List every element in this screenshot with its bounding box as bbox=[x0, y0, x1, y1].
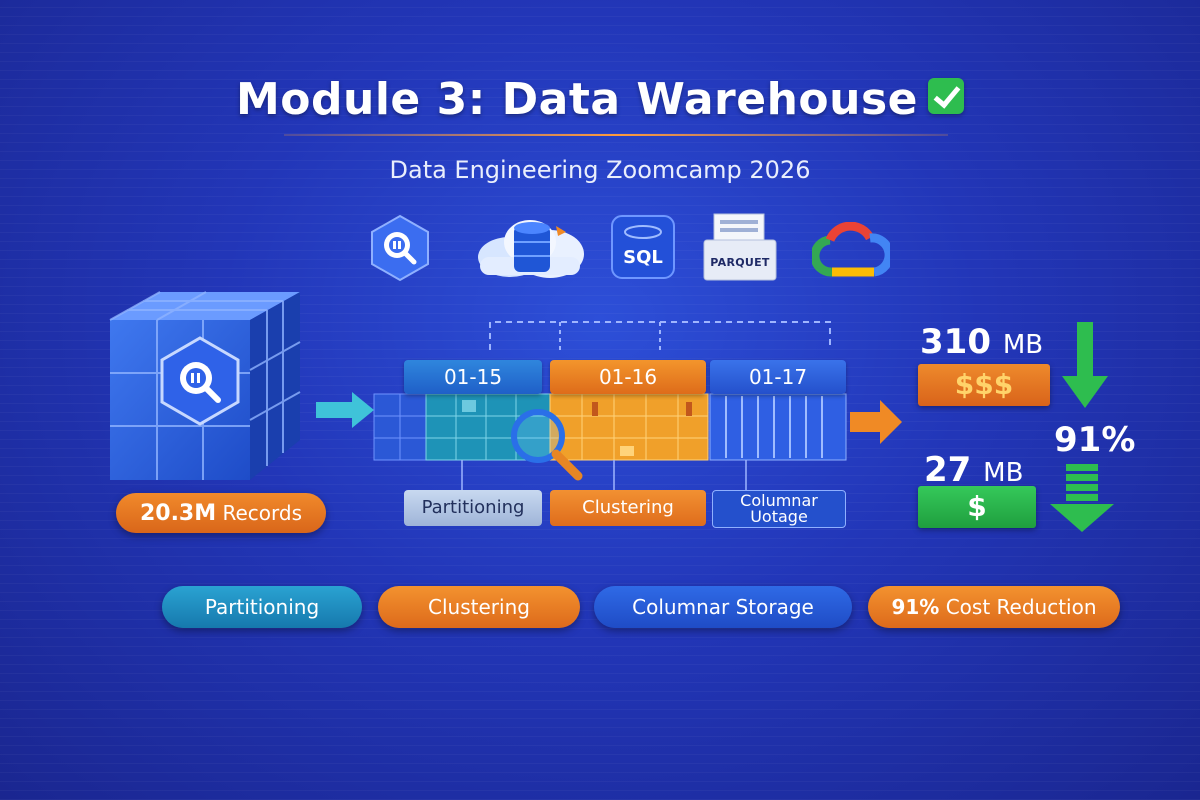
after-size-value: 27 bbox=[924, 450, 972, 490]
parquet-label: PARQUET bbox=[710, 256, 770, 269]
partitioning-label: Partitioning bbox=[404, 490, 542, 526]
after-cost-box: $ bbox=[918, 486, 1036, 528]
title-underline bbox=[284, 134, 948, 136]
bigquery-icon bbox=[366, 214, 434, 282]
records-badge: 20.3M Records bbox=[116, 493, 326, 533]
striped-arrow-down-icon bbox=[1046, 462, 1118, 534]
records-value: 20.3M bbox=[139, 501, 217, 526]
feature-pill-partitioning: Partitioning bbox=[162, 586, 362, 628]
partition-date-01-15: 01-15 bbox=[404, 360, 542, 394]
page-title: Module 3: Data Warehouse bbox=[0, 74, 1200, 125]
partition-grid bbox=[370, 310, 910, 490]
records-label: Records bbox=[222, 501, 303, 525]
before-size-value: 310 bbox=[920, 322, 991, 362]
cloud-storage-icon bbox=[470, 212, 590, 282]
check-icon bbox=[927, 78, 964, 114]
after-size-unit: MB bbox=[983, 458, 1024, 488]
sql-icon: SQL bbox=[610, 214, 676, 280]
after-size: 27 MB bbox=[924, 450, 1023, 490]
before-cost-box: $$$ bbox=[918, 364, 1050, 406]
cost-reduction-label: Cost Reduction bbox=[945, 595, 1097, 619]
data-cube bbox=[100, 290, 330, 490]
title-text: Module 3: Data Warehouse bbox=[236, 74, 918, 125]
parquet-icon: PARQUET bbox=[700, 212, 780, 282]
before-size-unit: MB bbox=[1002, 330, 1044, 360]
partition-date-01-17: 01-17 bbox=[710, 360, 846, 394]
clustering-label: Clustering bbox=[550, 490, 706, 526]
columnar-storage-label: Columnar Uotage bbox=[712, 490, 846, 528]
feature-pill-cost-reduction: 91% Cost Reduction bbox=[868, 586, 1120, 628]
cost-reduction-pct: 91% bbox=[891, 595, 940, 619]
page-subtitle: Data Engineering Zoomcamp 2026 bbox=[389, 156, 811, 184]
arrow-right-icon bbox=[316, 390, 376, 430]
arrow-down-icon bbox=[1060, 322, 1110, 410]
feature-pill-clustering: Clustering bbox=[378, 586, 580, 628]
partition-date-01-16: 01-16 bbox=[550, 360, 706, 394]
google-cloud-icon bbox=[810, 221, 894, 278]
reduction-percent: 91% bbox=[1054, 420, 1136, 460]
feature-pill-columnar-storage: Columnar Storage bbox=[594, 586, 852, 628]
before-size: 310 MB bbox=[920, 322, 1043, 362]
sql-label: SQL bbox=[623, 247, 663, 268]
